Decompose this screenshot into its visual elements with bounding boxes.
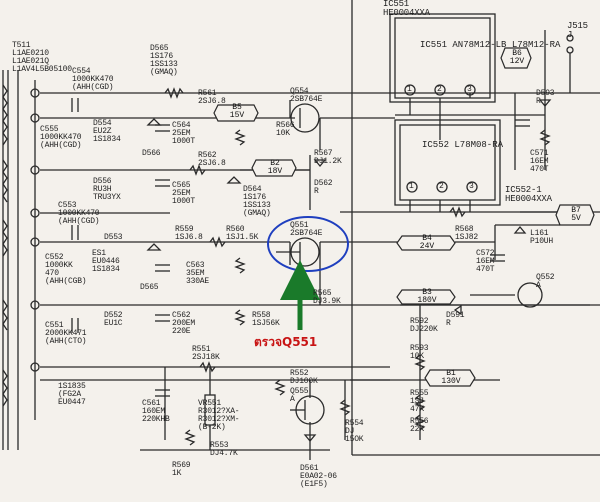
- label-d566: D566: [142, 149, 161, 158]
- label-r561: R561 2SJ6.8: [198, 89, 226, 106]
- label-ic552: IC552 L78M08-RA: [422, 140, 504, 150]
- label-c564: C564 25EM 1000T: [172, 121, 196, 146]
- ic551-pin-2: 2: [437, 85, 442, 94]
- label-vr551: VR551 R3012?XA- R3012?XM- (B-2K): [198, 399, 240, 432]
- voltage-badges: [213, 47, 595, 387]
- ic551-pin-1: 1: [407, 85, 412, 94]
- annotation-check-q551: ตรวจQ551: [254, 335, 318, 349]
- label-c554: C554 1000KK470 (AHH(CGD): [72, 67, 114, 92]
- label-d593: D593 R: [536, 89, 555, 106]
- label-d552: D552 EU1C: [104, 311, 123, 328]
- label-r560: R560 1SJ1.5K: [226, 225, 259, 242]
- label-ic552-1: IC552-1 HE0004XXA: [505, 185, 552, 204]
- label-l161: L161 P10UH: [530, 229, 554, 246]
- label-c561: C561 160EM 220KHB: [142, 399, 170, 424]
- badge-b3: B3 180V: [417, 288, 437, 305]
- label-c571: C571 16EM 470T: [530, 149, 549, 174]
- label-q551: Q551 2SB764E: [290, 221, 323, 238]
- label-r565: R565 DJ3.9K: [313, 289, 341, 306]
- label-c551: C551 2000KK471 (AHH(CTO): [45, 321, 87, 346]
- label-q552: Q552 A: [536, 273, 555, 290]
- label-d555: 1S1835 (FG2A EU0447: [58, 382, 86, 407]
- label-d551: ES1 EU0446 1S1834: [92, 249, 120, 274]
- label-r569: R569 1K: [172, 461, 191, 478]
- label-r554: R554 DJ 15OK: [345, 419, 364, 444]
- ic552-pin-3: 3: [469, 182, 474, 191]
- label-r551: R551 2SJ18K: [192, 345, 220, 362]
- label-r566: R566 10K: [276, 121, 295, 138]
- label-q555: Q555 A: [290, 387, 309, 404]
- label-c552: C552 1000KK 470 (AHH(CGB): [45, 253, 87, 286]
- label-r558: R558 1SJ56K: [252, 311, 280, 328]
- label-j515: J515 J: [567, 21, 588, 40]
- label-c565: C565 25EM 1000T: [172, 181, 196, 206]
- label-r555: R555 1SJ 47K: [410, 389, 429, 414]
- label-r592: R592 DJ220K: [410, 317, 438, 334]
- wiring: [2, 0, 600, 460]
- label-r556: R556 22K: [410, 417, 429, 434]
- label-d565: D565 1S176 1SS133 (GMAQ): [150, 44, 178, 77]
- label-d564: D564 1S176 1SS133 (GMAQ): [243, 185, 271, 218]
- label-c572: C572 16EM 470T: [476, 249, 495, 274]
- label-d554: D554 EU2Z 1S1834: [93, 119, 121, 144]
- label-r559: R559 1SJ6.8: [175, 225, 203, 242]
- label-d561: D561 E0A02-06 (E1F5): [300, 464, 337, 489]
- label-d556: D556 RU3H TRU3YX: [93, 177, 121, 202]
- label-t511: T511 L1AE0210 L1AE021Q L1AV4L5B05100: [12, 41, 72, 74]
- label-r562: R562 2SJ6.8: [198, 151, 226, 168]
- label-c553: C553 1000KK470 (AHH(CGD): [58, 201, 100, 226]
- label-d565b: D565: [140, 283, 159, 292]
- label-d591: D591 R: [446, 311, 465, 328]
- badge-b5: B5 15V: [229, 103, 245, 120]
- label-r567: R567 DJ1.2K: [314, 149, 342, 166]
- label-d553: D553: [104, 233, 123, 242]
- badge-b6: B6 12V: [509, 49, 525, 66]
- label-r552: R552 DJ100K: [290, 369, 318, 386]
- badge-b2: B2 18V: [267, 159, 283, 176]
- label-ic551: IC551 AN78M12-LB L78M12-RA: [420, 40, 561, 50]
- label-c563: C563 35EM 330AE: [186, 261, 210, 286]
- label-ic551-top: IC551 HE0004XXA: [383, 0, 430, 18]
- ic552-pin-2: 2: [439, 182, 444, 191]
- label-r568: R568 1SJ82: [455, 225, 479, 242]
- label-r553: R553 DJ4.7K: [210, 441, 238, 458]
- label-c555: C555 1000KK470 (AHH(CGD): [40, 125, 82, 150]
- badge-b1: B1 130V: [441, 369, 461, 386]
- ic551-pin-3: 3: [467, 85, 472, 94]
- badge-b7: B7 5V: [571, 206, 581, 223]
- label-d562: D562 R: [314, 179, 333, 196]
- ic552-pin-1: 1: [409, 182, 414, 191]
- label-q554: Q554 2SB764E: [290, 87, 323, 104]
- label-r593: R593 10K: [410, 344, 429, 361]
- label-c562: C562 200EM 220E: [172, 311, 196, 336]
- badge-b4: B4 24V: [419, 234, 435, 251]
